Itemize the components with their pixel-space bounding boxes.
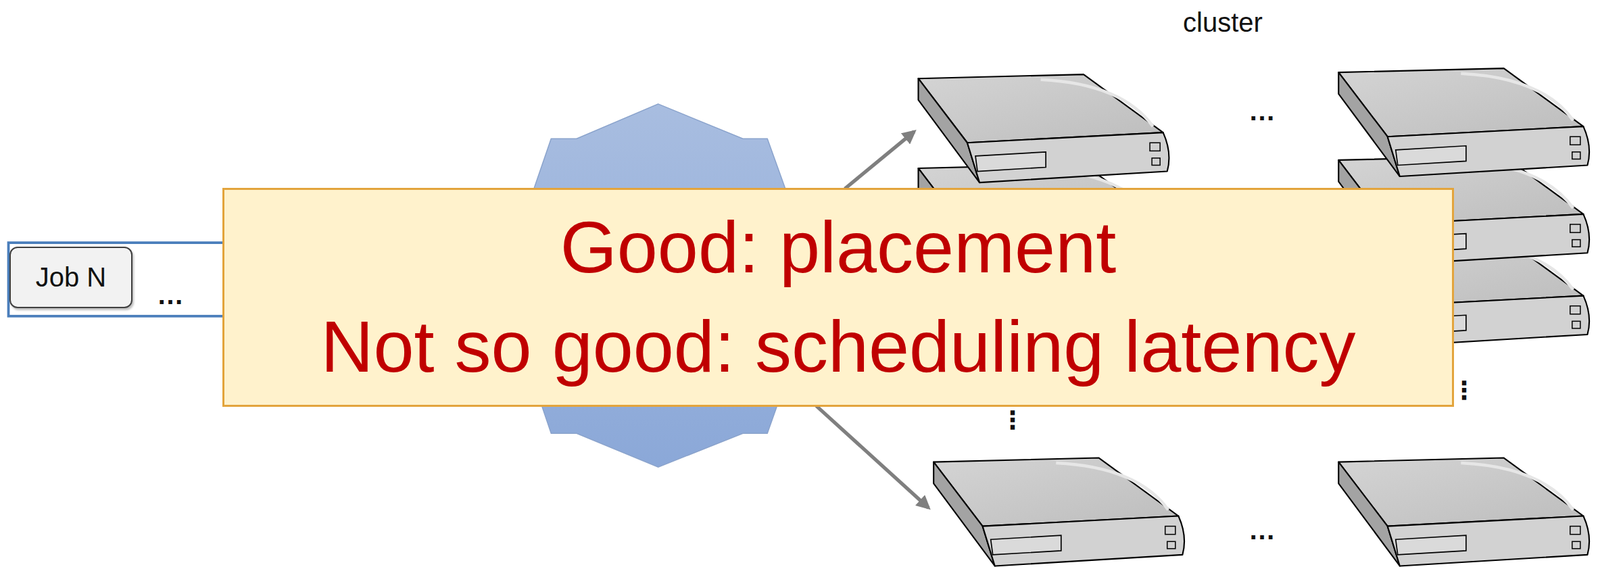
server-icon (918, 74, 1170, 183)
ellipsis: … (1248, 97, 1276, 125)
dispatch-arrow (844, 131, 915, 190)
box-text: Job N (35, 262, 107, 293)
cluster-label: cluster (1182, 8, 1263, 36)
server-icon (933, 458, 1185, 567)
dispatch-arrow (816, 406, 929, 509)
ellipsis: … (1248, 516, 1276, 544)
job-box: Job N (9, 246, 133, 309)
server-icon (1338, 68, 1590, 177)
vertical-ellipsis: ⋮ (1000, 408, 1025, 433)
server-icon (1338, 458, 1590, 567)
box-text: Not so good: scheduling latency (321, 297, 1356, 397)
ellipsis: … (156, 281, 184, 309)
vertical-ellipsis: ⋮ (1451, 378, 1477, 403)
box-text: Good: placement (560, 198, 1117, 298)
callout-box: Good: placementNot so good: scheduling l… (222, 187, 1454, 407)
